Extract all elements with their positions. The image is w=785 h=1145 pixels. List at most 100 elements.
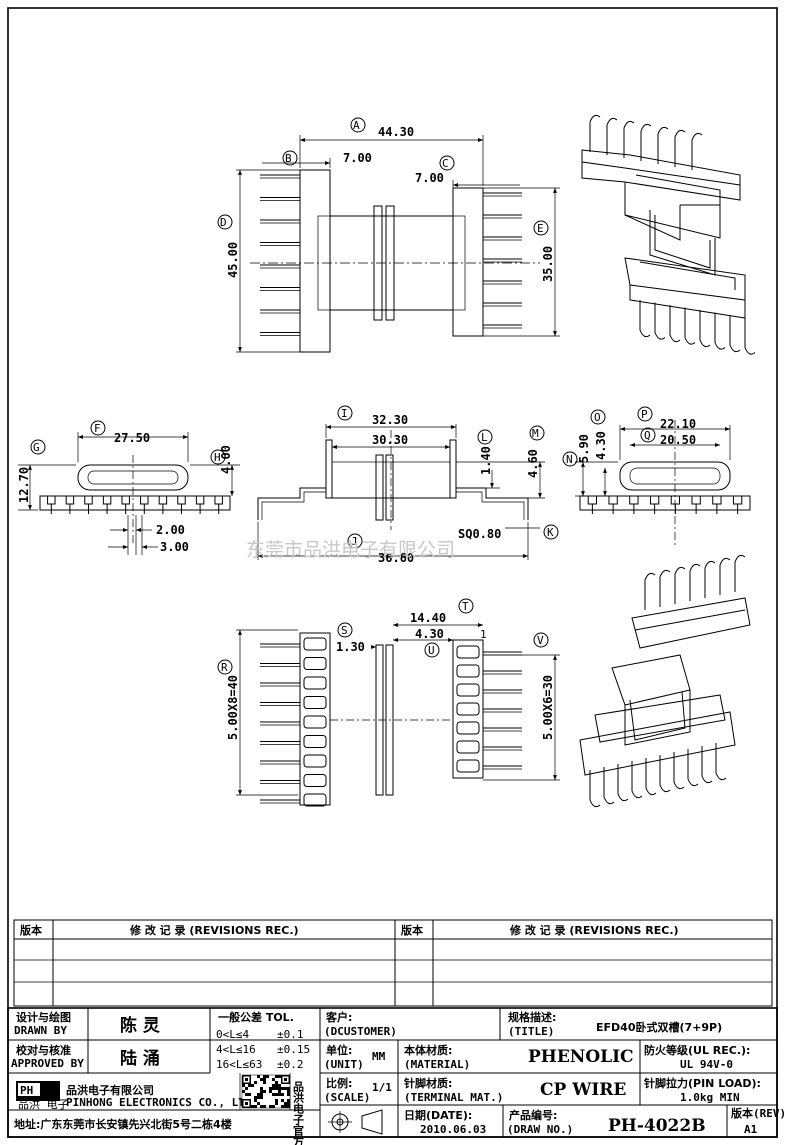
- tol1-val: ±0.1: [277, 1028, 304, 1041]
- label-drawno-cn: 产品编号:: [509, 1108, 557, 1122]
- isometric-view-bottom: [579, 554, 751, 808]
- tol3-range: 16<L≤63: [216, 1058, 262, 1071]
- company-name-en: PINHONG ELECTRONICS CO., LTD.: [66, 1096, 258, 1109]
- label-title-en: (TITLE): [508, 1025, 554, 1038]
- company-address: 地址:广东东莞市长安镇先兴北街5号二栋4楼: [14, 1117, 232, 1131]
- dim-k: SQ0.80: [458, 527, 501, 541]
- pin-load-value: 1.0kg MIN: [680, 1091, 740, 1104]
- svg-text:T: T: [462, 600, 469, 613]
- revisions-table: 版本 修 改 记 录 (REVISIONS REC.) 版本 修 改 记 录 (…: [13, 919, 773, 1007]
- dim-pin-width: 2.00: [156, 523, 185, 537]
- rev-col-record-left: 修 改 记 录 (REVISIONS REC.): [129, 923, 299, 937]
- svg-text:P: P: [641, 408, 648, 421]
- side-view-left: F 27.50 G 12.70 H 4.00 2.00 3.00: [17, 420, 240, 555]
- rev-col-version-left: 版本: [20, 923, 42, 937]
- svg-text:I: I: [341, 407, 348, 420]
- label-terminal-cn: 针脚材质:: [404, 1076, 452, 1090]
- dim-i2: 30.30: [372, 433, 408, 447]
- tol2-range: 4<L≤16: [216, 1043, 256, 1056]
- label-terminal-en: (TERMINAL MAT.): [404, 1091, 503, 1104]
- dim-d: 45.00: [226, 242, 240, 278]
- dim-h: 4.00: [219, 445, 233, 474]
- projection-symbol: [328, 1109, 383, 1135]
- svg-text:H: H: [214, 451, 221, 464]
- svg-text:K: K: [547, 526, 554, 539]
- svg-text:V: V: [537, 634, 544, 647]
- sheet-border: [7, 7, 778, 1138]
- part-title: EFD40卧式双槽(7+9P): [596, 1020, 722, 1034]
- rev-col-record-right: 修 改 记 录 (REVISIONS REC.): [509, 923, 679, 937]
- svg-text:E: E: [537, 222, 544, 235]
- label-check-cn: 校对与核准: [16, 1043, 71, 1057]
- label-design-en: DRAWN BY: [14, 1024, 67, 1037]
- label-pin-load: 针脚拉力(PIN LOAD):: [644, 1076, 761, 1090]
- draw-number: PH-4022B: [608, 1116, 706, 1136]
- label-material-cn: 本体材质:: [404, 1043, 452, 1057]
- rev-col-version-right: 版本: [401, 923, 423, 937]
- qr-code: [241, 1074, 291, 1109]
- scale-value: 1/1: [372, 1081, 392, 1094]
- dim-t: 14.40: [410, 611, 446, 625]
- bottom-view: R 5.00X8=40 S 1.30 T 14.40 U 4.30 1 V 5.…: [217, 598, 560, 807]
- terminal-value: CP WIRE: [540, 1080, 626, 1100]
- svg-text:G: G: [33, 441, 40, 454]
- svg-text:C: C: [442, 157, 449, 170]
- svg-text:N: N: [566, 453, 573, 466]
- svg-text:O: O: [594, 411, 601, 424]
- title-block: 设计与绘图 DRAWN BY 陈 灵 校对与核准 APPROVED BY 陆 涌…: [7, 1007, 785, 1145]
- label-design-cn: 设计与绘图: [16, 1010, 71, 1024]
- label-unit-en: (UNIT): [324, 1058, 364, 1071]
- dim-v: 5.00X6=30: [541, 675, 555, 740]
- label-material-en: (MATERIAL): [404, 1058, 470, 1071]
- material-value: PHENOLIC: [528, 1047, 634, 1067]
- dim-o: 4.30: [594, 431, 608, 460]
- dim-j: 36.60: [378, 551, 414, 565]
- svg-text:R: R: [221, 661, 228, 674]
- watermark: 东莞市品洪电子有限公司: [246, 539, 455, 561]
- label-date: 日期(DATE):: [404, 1108, 472, 1122]
- dim-g: 12.70: [17, 467, 31, 503]
- unit-value: MM: [372, 1050, 386, 1063]
- svg-text:B: B: [285, 152, 292, 165]
- top-view: A 44.30 B 7.00 C 7.00 D 45.00 E 35.00: [217, 117, 560, 353]
- label-title-cn: 规格描述:: [508, 1010, 556, 1024]
- label-revision: 版本(REV):: [731, 1106, 785, 1120]
- dim-m: 4.60: [526, 449, 540, 478]
- pin-one-marker: 1: [480, 628, 487, 641]
- tol2-val: ±0.15: [277, 1043, 310, 1056]
- tolerance-title: 一般公差 TOL.: [218, 1010, 294, 1024]
- label-check-en: APPROVED BY: [11, 1057, 84, 1070]
- company-logo: PH 品洪 电子: [16, 1081, 69, 1111]
- dim-a: 44.30: [378, 125, 414, 139]
- label-fire-rating: 防火等级(UL REC.):: [644, 1043, 750, 1057]
- designer-name: 陈 灵: [120, 1015, 161, 1036]
- svg-text:M: M: [532, 427, 539, 440]
- company-name-cn: 品洪电子有限公司: [66, 1083, 154, 1097]
- dim-c: 7.00: [415, 171, 444, 185]
- dim-l: 1.40: [479, 446, 493, 475]
- dim-q: 20.50: [660, 433, 696, 447]
- checker-name: 陆 涌: [120, 1049, 160, 1069]
- label-unit-cn: 单位:: [326, 1043, 352, 1057]
- svg-text:S: S: [341, 624, 348, 637]
- label-scale-cn: 比例:: [326, 1076, 352, 1090]
- svg-text:L: L: [481, 431, 488, 444]
- dim-s: 1.30: [336, 640, 365, 654]
- dim-p: 22.10: [660, 417, 696, 431]
- dim-u: 4.30: [415, 627, 444, 641]
- svg-text:品洪 电子: 品洪 电子: [18, 1097, 69, 1111]
- svg-text:U: U: [428, 644, 435, 657]
- svg-text:PH: PH: [20, 1084, 33, 1097]
- label-drawno-en: (DRAW NO.): [507, 1123, 573, 1136]
- qr-label: 品洪电子官方微信: [292, 1081, 306, 1145]
- side-view-right: P 22.10 Q 20.50 O N 5.90 4.30: [562, 406, 751, 545]
- svg-text:J: J: [351, 535, 358, 548]
- label-customer-cn: 客户:: [325, 1010, 352, 1024]
- side-view-center: I 32.30 30.30 L 1.40 M 4.60 J 36.60 K SQ…: [257, 405, 559, 565]
- revision-value: A1: [744, 1123, 758, 1136]
- date-value: 2010.06.03: [420, 1123, 486, 1136]
- dim-n: 5.90: [577, 434, 591, 463]
- svg-text:A: A: [353, 119, 360, 132]
- dim-r: 5.00X8=40: [226, 675, 240, 740]
